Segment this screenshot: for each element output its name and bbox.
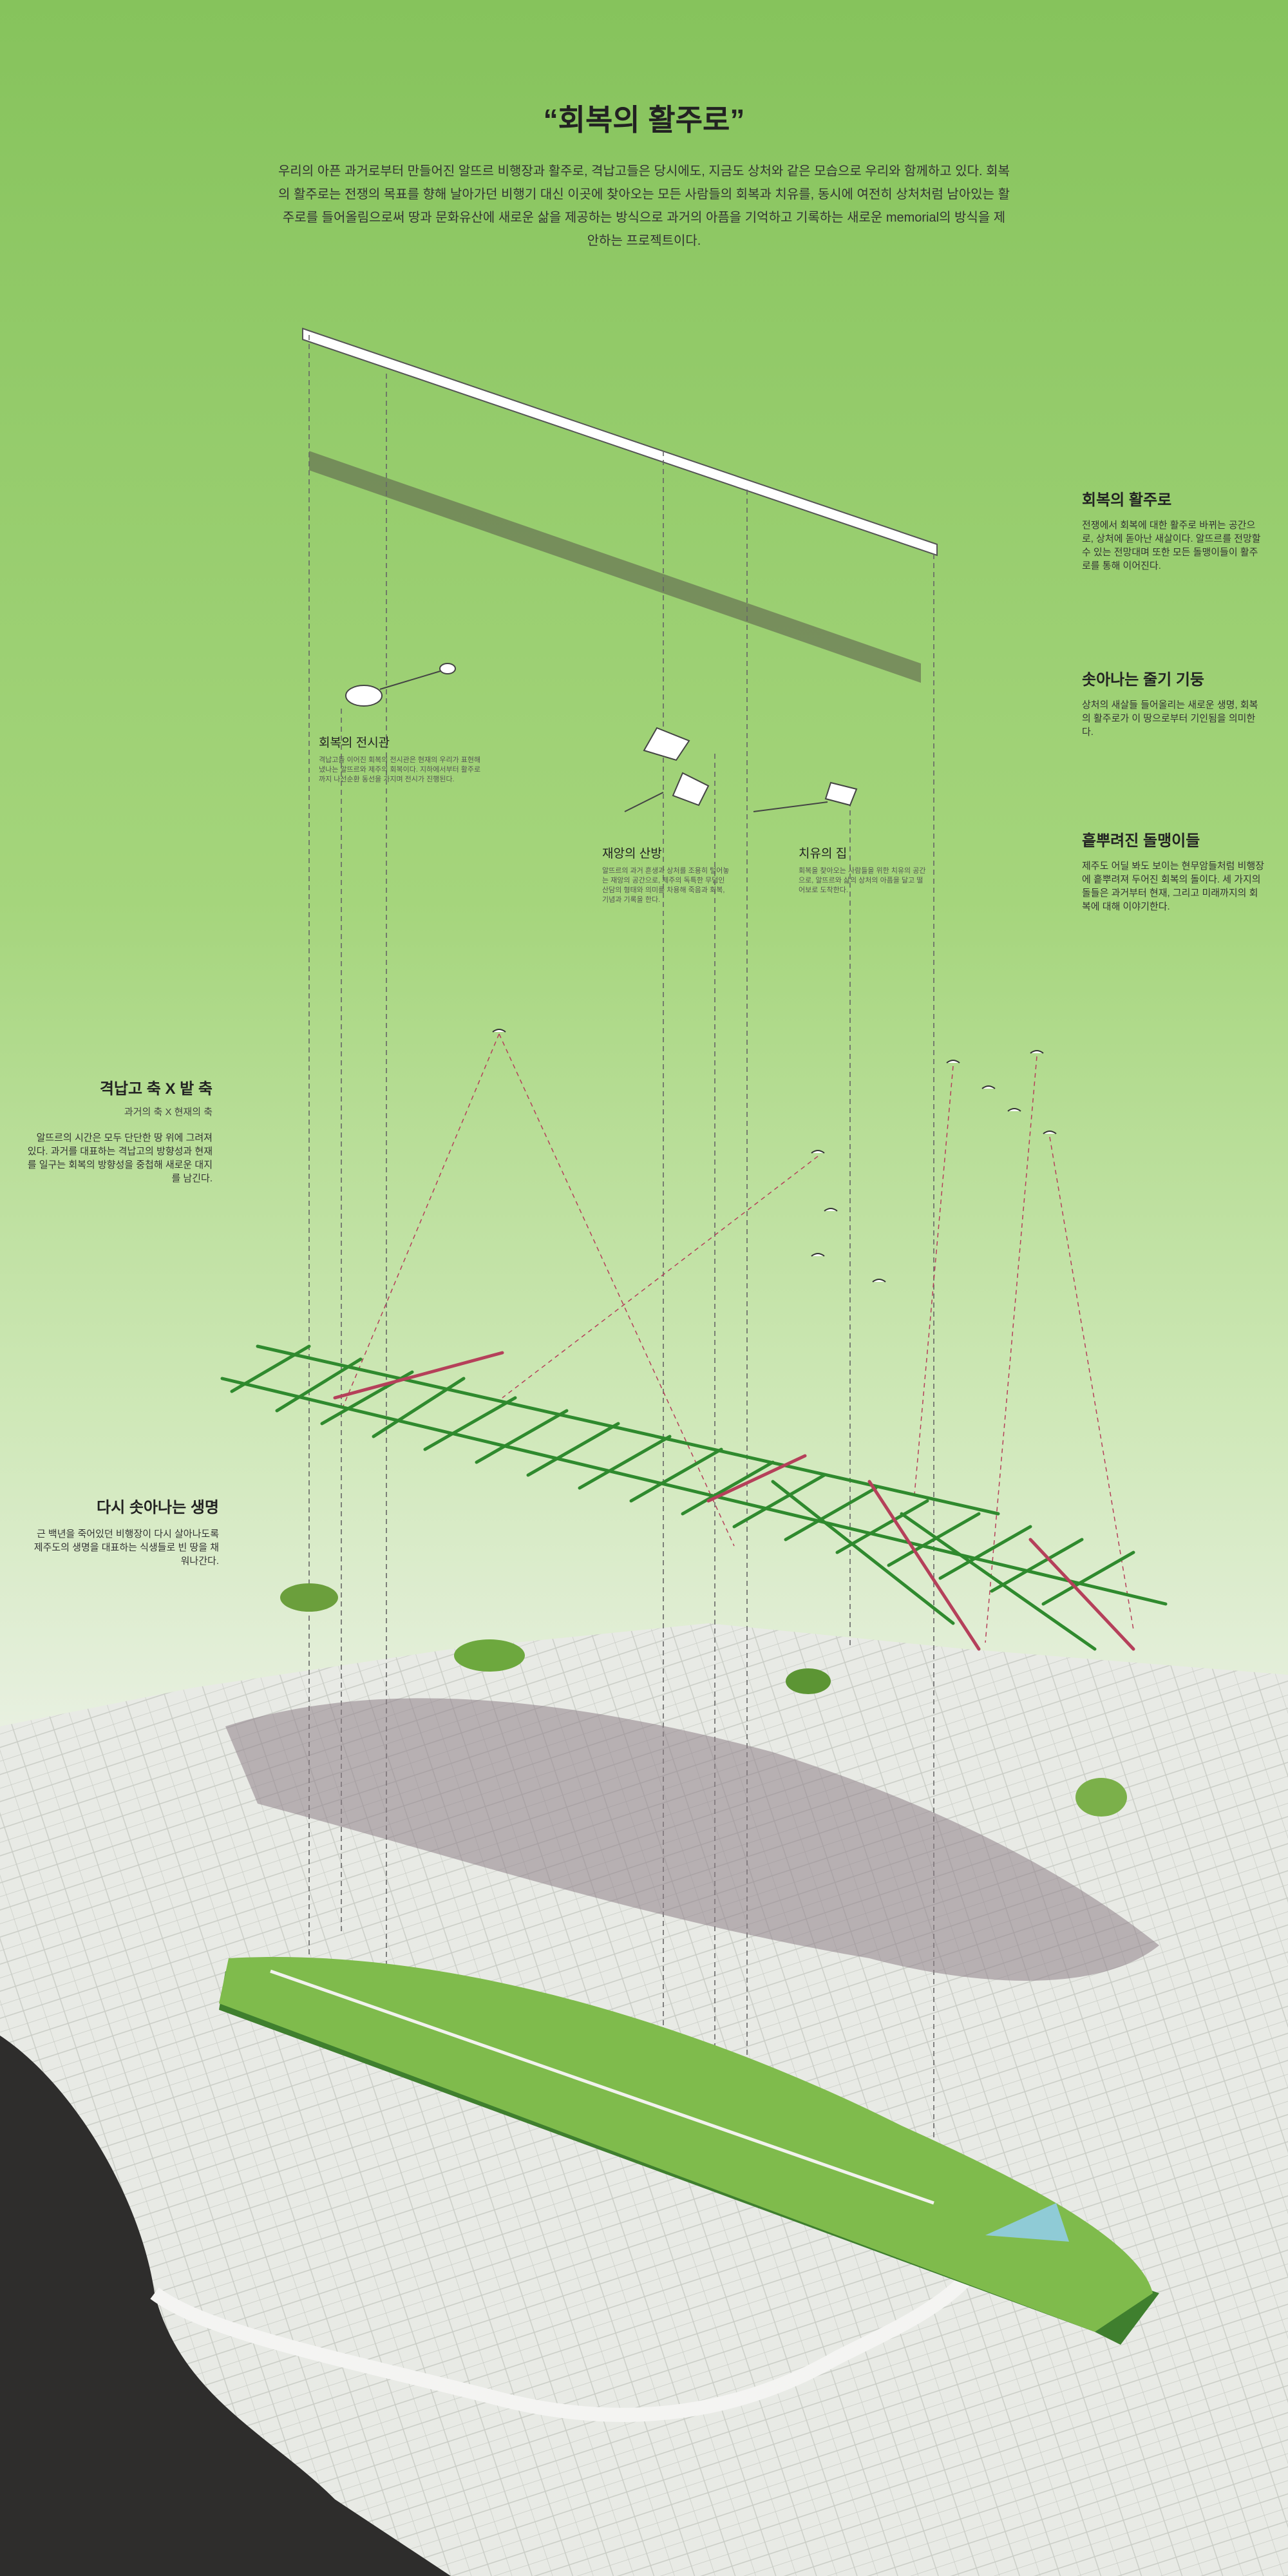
note-heading: 다시 솟아나는 생명: [97, 1499, 219, 1516]
tree-layer: [225, 1698, 1159, 1981]
note-body: 알뜨르의 시간은 모두 단단한 땅 위에 그려져 있다. 과거를 대표하는 격납…: [27, 1132, 213, 1184]
label-healing-house: 치유의 집 회복을 찾아오는 사람들을 위한 치유의 공간으로, 알뜨르와 삶의…: [799, 844, 927, 895]
component-desc: 회복을 찾아오는 사람들을 위한 치유의 공간으로, 알뜨르와 삶의 상처의 아…: [799, 867, 926, 894]
note-body: 전쟁에서 회복에 대한 활주로 바뀌는 공간으로, 상처에 돋아난 새살이다. …: [1082, 520, 1261, 571]
note-heading: 회복의 활주로: [1082, 491, 1172, 509]
axis-grid: [220, 1344, 1168, 1651]
component-desc: 격납고들 이어진 회복의 전시관은 현재의 우리가 표현해냈나는 알뜨르와 제주…: [319, 756, 481, 783]
label-exhibition-hall: 회복의 전시관 격납고들 이어진 회복의 전시관은 현재의 우리가 표현해냈나는…: [319, 733, 486, 785]
note-subheading: 과거의 축 X 현재의 축: [124, 1107, 213, 1118]
exhibition-hall-model: [345, 663, 456, 707]
page-title: “회복의 활주로”: [543, 103, 745, 137]
vegetation-cluster: [280, 1583, 1127, 1817]
sanbang-model: [624, 727, 710, 812]
note-runway: 회복의 활주로 전쟁에서 회복에 대한 활주로 바뀌는 공간으로, 상처에 돋아…: [1082, 487, 1265, 573]
note-heading: 솟아나는 줄기 기둥: [1082, 671, 1204, 689]
note-stones: 흩뿌려진 돌맹이들 제주도 어딜 봐도 보이는 현무암들처럼 비행장에 흩뿌려져…: [1082, 828, 1265, 913]
label-sanbang: 재앙의 산방 알뜨르의 과거 흔생과 상처를 조용히 털어놓는 재앙의 공간으로…: [602, 844, 731, 905]
component-label: 재앙의 산방: [602, 847, 662, 861]
park-surface: [219, 1956, 1153, 2332]
walkway: [270, 1969, 934, 2205]
note-vegetation: 다시 솟아나는 생명 근 백년을 죽어있던 비행장이 다시 살아나도록 제주도의…: [26, 1494, 219, 1568]
component-label: 회복의 전시관: [319, 736, 390, 750]
scattered-stones: [492, 1029, 1057, 1283]
dark-sea: [0, 2036, 451, 2576]
pond: [985, 2203, 1069, 2242]
note-heading: 격납고 축 X 밭 축: [99, 1080, 213, 1098]
pillar-row: [309, 451, 921, 683]
stone-connectors: [341, 1033, 1134, 1643]
coast-white: [150, 2213, 1012, 2422]
note-body: 제주도 어딜 봐도 보이는 현무암들처럼 비행장에 흩뿌려져 두어진 회복의 돌…: [1082, 861, 1265, 912]
component-label: 치유의 집: [799, 847, 848, 861]
note-heading: 흩뿌려진 돌맹이들: [1082, 832, 1200, 850]
note-axis: 격납고 축 X 밭 축 과거의 축 X 현재의 축 알뜨르의 시간은 모두 단단…: [26, 1076, 213, 1185]
note-body: 상처의 새살들 들어올리는 새로운 생명, 회복의 활주로가 이 땅으로부터 기…: [1082, 700, 1258, 738]
healing-house-model: [753, 781, 858, 812]
component-desc: 알뜨르의 과거 흔생과 상처를 조용히 털어놓는 재앙의 공간으로, 제주의 독…: [602, 867, 730, 904]
runway-slab: [302, 327, 938, 557]
intro-paragraph: 우리의 아픈 과거로부터 만들어진 알뜨르 비행장과 활주로, 격납고들은 당시…: [278, 164, 1010, 248]
note-pillars: 솟아나는 줄기 기둥 상처의 새살들 들어올리는 새로운 생명, 회복의 활주로…: [1082, 667, 1265, 739]
note-body: 근 백년을 죽어있던 비행장이 다시 살아나도록 제주도의 생명을 대표하는 식…: [33, 1529, 219, 1567]
